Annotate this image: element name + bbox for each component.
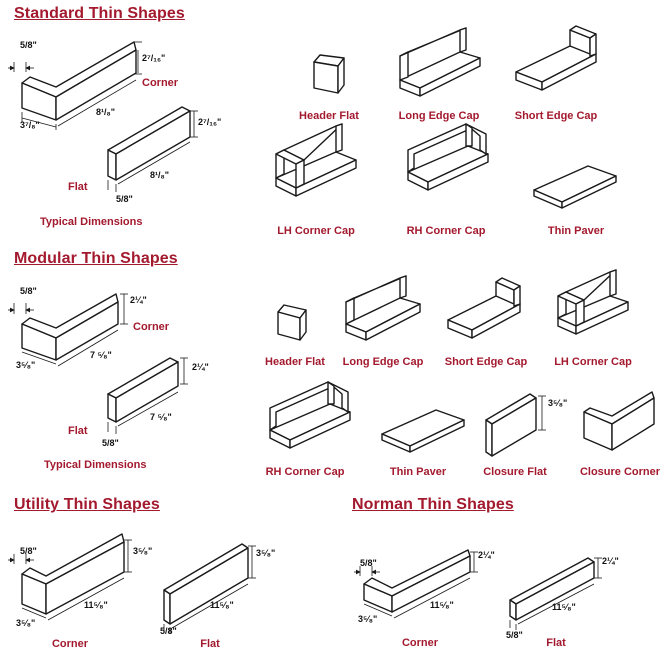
standard-lh-corner-cap-label: LH Corner Cap: [277, 225, 355, 237]
modular-closure-corner-label: Closure Corner: [579, 466, 661, 478]
modular-short-edge-cap-drawing: [447, 277, 521, 339]
norman-flat-drawing: [509, 557, 602, 630]
standard-section-title: Standard Thin Shapes: [14, 5, 185, 22]
standard-flat-drawing: [107, 106, 198, 192]
norman-section-title: Norman Thin Shapes: [352, 496, 514, 513]
standard-corner-thickness-dim: 5/8": [20, 40, 37, 50]
utility-corner-height-dim: 3⁵⁄₈": [133, 546, 153, 556]
standard-header-flat-drawing: [313, 54, 345, 94]
standard-long-edge-cap-drawing: [399, 27, 481, 97]
norman-corner-label: Corner: [401, 637, 439, 649]
utility-flat-thickness-dim: 5/8": [160, 626, 177, 636]
modular-short-edge-cap-label: Short Edge Cap: [444, 356, 528, 368]
modular-corner-thickness-dim: 5/8": [20, 286, 37, 296]
modular-section-title: Modular Thin Shapes: [14, 250, 178, 267]
standard-short-edge-cap-label: Short Edge Cap: [514, 110, 598, 122]
modular-rh-corner-cap-drawing: [269, 381, 351, 449]
standard-corner-return-dim: 3⁷/₈": [20, 120, 40, 130]
norman-corner-thickness-dim: 5/8": [360, 558, 377, 568]
modular-flat-thickness-dim: 5/8": [102, 438, 119, 448]
norman-corner-height-dim: 2¼": [478, 550, 495, 560]
modular-corner-drawing: [8, 293, 128, 367]
standard-thin-paver-drawing: [533, 165, 617, 209]
standard-header-flat-label: Header Flat: [299, 110, 359, 122]
utility-corner-length-dim: 11⁵⁄₈": [84, 600, 108, 610]
modular-lh-corner-cap-label: LH Corner Cap: [554, 356, 632, 368]
standard-corner-height-dim: 2⁷/₁₆": [142, 53, 166, 63]
modular-thin-paver-drawing: [381, 409, 465, 453]
standard-corner-label: Corner: [142, 77, 179, 89]
modular-closure-corner-drawing: [583, 391, 655, 451]
standard-rh-corner-cap-drawing: [407, 123, 489, 191]
modular-thin-paver-label: Thin Paver: [389, 466, 447, 478]
norman-flat-height-dim: 2¼": [602, 556, 619, 566]
modular-closure-flat-drawing: [485, 393, 546, 457]
standard-flat-length-dim: 8¹/₈": [150, 170, 169, 180]
utility-corner-thickness-dim: 5/8": [20, 546, 37, 556]
norman-flat-thickness-dim: 5/8": [506, 630, 523, 640]
utility-corner-label: Corner: [51, 638, 89, 650]
modular-typical-dimensions: Typical Dimensions: [44, 459, 147, 471]
modular-corner-return-dim: 3⁵⁄₈": [16, 360, 36, 370]
standard-flat-label: Flat: [68, 181, 88, 193]
utility-flat-label: Flat: [200, 638, 220, 650]
standard-thin-paver-label: Thin Paver: [547, 225, 605, 237]
modular-flat-length-dim: 7 ⁵⁄₈": [150, 412, 172, 422]
utility-flat-height-dim: 3⁵⁄₈": [256, 548, 276, 558]
standard-long-edge-cap-label: Long Edge Cap: [398, 110, 480, 122]
standard-flat-thickness-dim: 5/8": [116, 194, 133, 204]
modular-corner-label: Corner: [133, 321, 170, 333]
standard-flat-height-dim: 2⁷/₁₆": [198, 117, 222, 127]
modular-long-edge-cap-label: Long Edge Cap: [342, 356, 424, 368]
utility-flat-length-dim: 11⁵⁄₈": [210, 600, 234, 610]
standard-corner-drawing: [8, 41, 142, 130]
modular-corner-length-dim: 7 ⁵⁄₈": [90, 350, 112, 360]
modular-flat-label: Flat: [68, 425, 88, 437]
modular-long-edge-cap-drawing: [345, 275, 421, 341]
norman-corner-drawing: [354, 549, 478, 619]
utility-section-title: Utility Thin Shapes: [14, 496, 160, 513]
norman-corner-length-dim: 11⁵⁄₈": [430, 600, 454, 610]
standard-lh-corner-cap-drawing: [275, 123, 357, 197]
modular-closure-height-dim: 3⁵⁄₈": [548, 398, 568, 408]
modular-flat-drawing: [107, 357, 188, 434]
modular-closure-flat-label: Closure Flat: [483, 466, 547, 478]
standard-typical-dimensions: Typical Dimensions: [40, 216, 143, 228]
norman-flat-length-dim: 11⁵⁄₈": [552, 602, 576, 612]
utility-flat-drawing: [163, 543, 256, 634]
utility-corner-drawing: [8, 533, 132, 621]
modular-flat-height-dim: 2¼": [192, 362, 209, 372]
modular-header-flat-label: Header Flat: [265, 356, 325, 368]
modular-rh-corner-cap-label: RH Corner Cap: [265, 466, 345, 478]
modular-header-flat-drawing: [277, 304, 307, 341]
utility-corner-return-dim: 3⁵⁄₈": [16, 618, 36, 628]
norman-flat-label: Flat: [546, 637, 566, 649]
modular-corner-height-dim: 2¼": [130, 295, 147, 305]
standard-short-edge-cap-drawing: [515, 25, 597, 91]
standard-corner-length-dim: 8¹/₈": [96, 107, 115, 117]
norman-corner-return-dim: 3⁵⁄₈": [358, 614, 378, 624]
standard-rh-corner-cap-label: RH Corner Cap: [406, 225, 486, 237]
modular-lh-corner-cap-drawing: [557, 269, 629, 335]
